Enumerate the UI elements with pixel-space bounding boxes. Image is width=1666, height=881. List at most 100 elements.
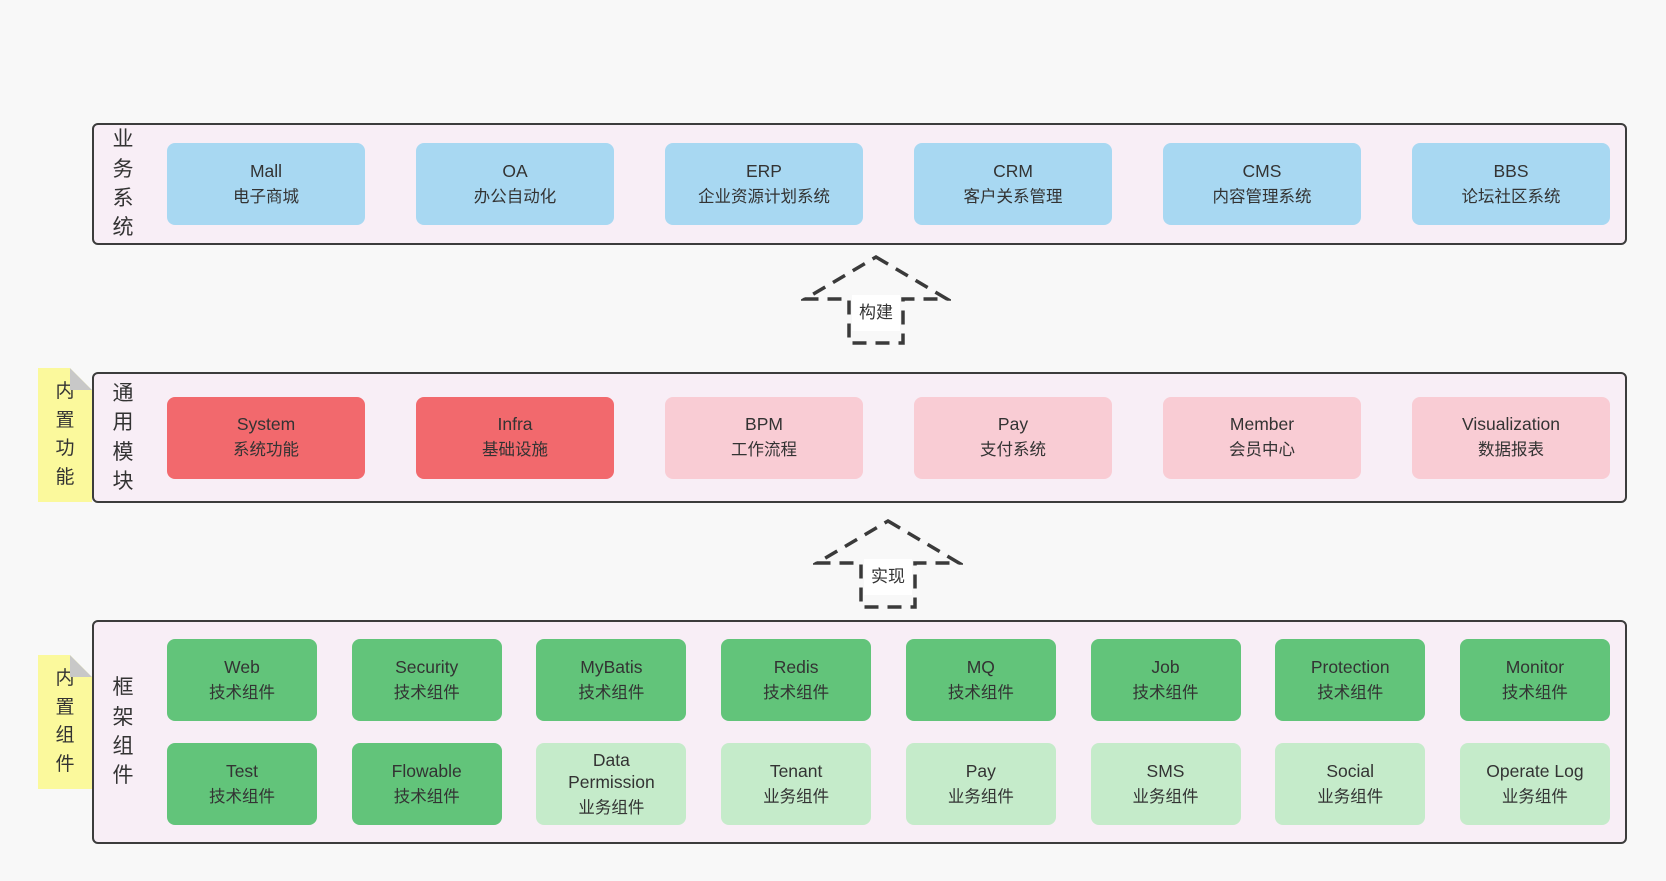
build-arrow: 构建 xyxy=(801,254,951,346)
node-title: BPM xyxy=(745,414,783,435)
node-infra: Infra 基础设施 xyxy=(416,396,614,479)
node-title: Data Permission xyxy=(568,749,655,792)
node-subtitle: 业务组件 xyxy=(1317,787,1384,806)
node-erp: ERP 企业资源计划系统 xyxy=(665,143,863,225)
node-subtitle: 技术组件 xyxy=(578,683,645,702)
node-subtitle: 技术组件 xyxy=(763,683,830,702)
node-mq: MQ 技术组件 xyxy=(905,639,1056,721)
node-subtitle: 业务组件 xyxy=(1501,787,1568,806)
node-title: CRM xyxy=(993,160,1033,181)
sticky-note-label: 内置功能 xyxy=(55,381,75,488)
node-operate-log: Operate Log 业务组件 xyxy=(1459,743,1610,825)
node-title: Member xyxy=(1229,414,1295,435)
node-mybatis: MyBatis 技术组件 xyxy=(536,639,687,721)
node-subtitle: 系统功能 xyxy=(233,441,299,460)
node-protection: Protection 技术组件 xyxy=(1275,639,1426,721)
section-label: 框架组件 xyxy=(112,676,134,788)
node-subtitle: 业务组件 xyxy=(947,787,1014,806)
dashed-up-arrow-icon xyxy=(801,254,951,345)
node-title: Flowable xyxy=(391,760,462,781)
node-data-permission: Data Permission 业务组件 xyxy=(536,743,687,825)
sticky-note-built-in-features: 内置功能 xyxy=(38,368,92,502)
node-subtitle: 技术组件 xyxy=(209,683,275,702)
node-subtitle: 业务组件 xyxy=(1132,787,1199,806)
sticky-note-label: 内置组件 xyxy=(55,668,75,775)
node-title: Tenant xyxy=(769,760,823,781)
node-subtitle: 企业资源计划系统 xyxy=(698,187,830,206)
node-subtitle: 办公自动化 xyxy=(473,187,557,206)
node-security: Security 技术组件 xyxy=(351,639,502,721)
node-title: CMS xyxy=(1242,160,1282,181)
node-title: MyBatis xyxy=(580,656,643,677)
node-title: Web xyxy=(224,656,260,677)
node-mall: Mall 电子商城 xyxy=(167,143,365,225)
node-title: Test xyxy=(225,760,259,781)
node-title: Security xyxy=(395,656,459,677)
node-sms: SMS 业务组件 xyxy=(1090,743,1241,825)
node-subtitle: 基础设施 xyxy=(482,441,548,460)
business-systems-row: Mall 电子商城 OA 办公自动化 ERP 企业资源计划系统 CRM 客户关系… xyxy=(152,125,1625,243)
node-title: Social xyxy=(1326,760,1375,781)
node-title: OA xyxy=(502,160,528,181)
node-oa: OA 办公自动化 xyxy=(416,143,614,225)
framework-components-row-1: Web 技术组件 Security 技术组件 MyBatis 技术组件 Redi… xyxy=(152,639,1625,721)
framework-components-section: 框架组件 Web 技术组件 Security 技术组件 MyBatis 技术组件… xyxy=(92,620,1627,844)
node-subtitle: 工作流程 xyxy=(731,441,797,460)
common-modules-row: System 系统功能 Infra 基础设施 BPM 工作流程 Pay 支付系统… xyxy=(152,374,1625,501)
node-social: Social 业务组件 xyxy=(1275,743,1426,825)
section-label-column: 通用模块 xyxy=(94,374,152,501)
business-systems-section: 业务系统 Mall 电子商城 OA 办公自动化 ERP 企业资源计划系统 CRM… xyxy=(92,123,1627,245)
node-subtitle: 技术组件 xyxy=(209,787,275,806)
section-label: 通用模块 xyxy=(112,381,134,493)
node-subtitle: 技术组件 xyxy=(1317,683,1384,702)
dashed-up-arrow-icon xyxy=(813,518,963,609)
node-subtitle: 支付系统 xyxy=(980,441,1046,460)
arrow-label: 构建 xyxy=(852,295,900,331)
arrow-label: 实现 xyxy=(864,559,912,595)
node-flowable: Flowable 技术组件 xyxy=(351,743,502,825)
node-test: Test 技术组件 xyxy=(167,743,317,825)
node-subtitle: 业务组件 xyxy=(578,798,645,817)
implement-arrow: 实现 xyxy=(813,518,963,610)
node-monitor: Monitor 技术组件 xyxy=(1459,639,1610,721)
node-bpm: BPM 工作流程 xyxy=(665,396,863,479)
common-modules-section: 通用模块 System 系统功能 Infra 基础设施 BPM 工作流程 Pay… xyxy=(92,372,1627,503)
node-title: Job xyxy=(1151,656,1180,677)
node-pay: Pay 支付系统 xyxy=(914,396,1112,479)
node-title: Redis xyxy=(773,656,819,677)
node-pay-component: Pay 业务组件 xyxy=(905,743,1056,825)
node-title: Monitor xyxy=(1505,656,1565,677)
node-subtitle: 技术组件 xyxy=(947,683,1014,702)
node-title: Protection xyxy=(1310,656,1390,677)
node-subtitle: 技术组件 xyxy=(393,787,460,806)
node-subtitle: 会员中心 xyxy=(1229,441,1295,460)
node-title: Operate Log xyxy=(1486,760,1584,781)
node-cms: CMS 内容管理系统 xyxy=(1163,143,1361,225)
node-bbs: BBS 论坛社区系统 xyxy=(1412,143,1610,225)
node-web: Web 技术组件 xyxy=(167,639,317,721)
node-subtitle: 论坛社区系统 xyxy=(1461,187,1561,206)
sticky-note-built-in-components: 内置组件 xyxy=(38,655,92,789)
node-title: BBS xyxy=(1493,160,1529,181)
section-label: 业务系统 xyxy=(112,128,134,240)
node-job: Job 技术组件 xyxy=(1090,639,1241,721)
section-label-column: 业务系统 xyxy=(94,125,152,243)
node-title: SMS xyxy=(1146,760,1185,781)
node-title: ERP xyxy=(746,160,782,181)
node-title: Pay xyxy=(965,760,996,781)
node-subtitle: 技术组件 xyxy=(393,683,460,702)
node-title: Mall xyxy=(249,160,283,181)
section-label-column: 框架组件 xyxy=(94,622,152,842)
node-redis: Redis 技术组件 xyxy=(721,639,872,721)
node-subtitle: 技术组件 xyxy=(1501,683,1568,702)
node-subtitle: 数据报表 xyxy=(1478,441,1544,460)
node-subtitle: 内容管理系统 xyxy=(1212,187,1312,206)
node-subtitle: 电子商城 xyxy=(233,187,299,206)
node-subtitle: 客户关系管理 xyxy=(963,187,1063,206)
node-title: Infra xyxy=(497,414,533,435)
framework-components-row-2: Test 技术组件 Flowable 技术组件 Data Permission … xyxy=(152,743,1625,825)
node-member: Member 会员中心 xyxy=(1163,396,1361,479)
node-title: Visualization xyxy=(1462,414,1560,435)
node-visualization: Visualization 数据报表 xyxy=(1412,396,1610,479)
